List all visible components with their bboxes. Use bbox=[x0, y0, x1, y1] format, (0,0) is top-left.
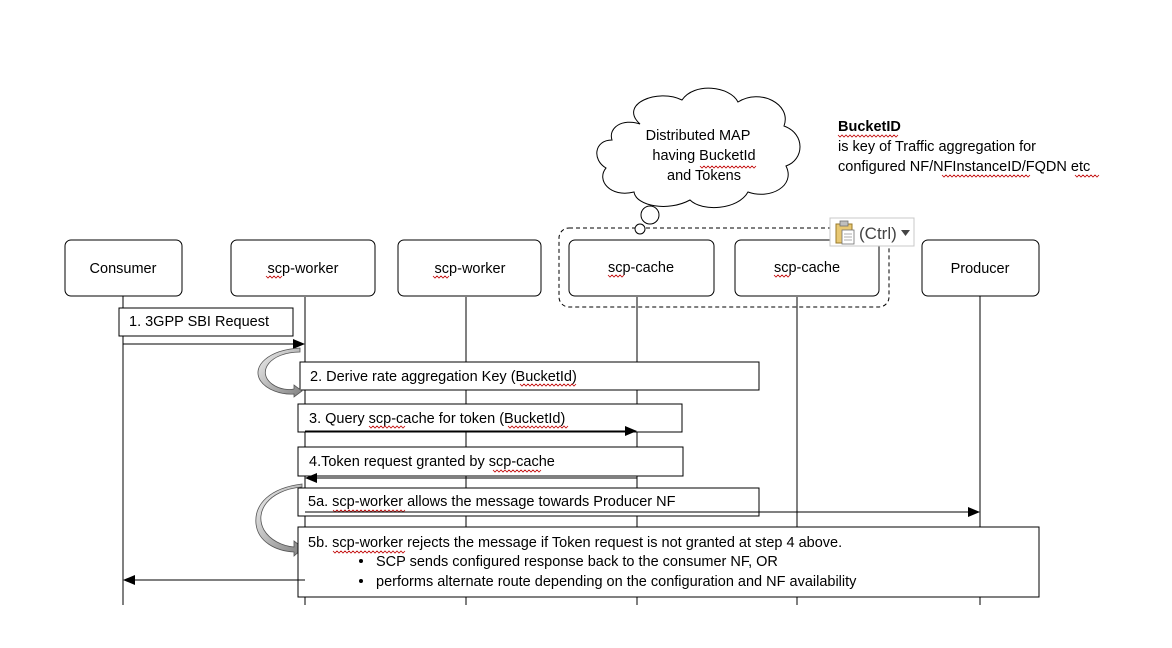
step-5b-bullet-1: SCP sends configured response back to th… bbox=[376, 554, 778, 570]
step-2: 2. Derive rate aggregation Key (BucketId… bbox=[257, 347, 760, 398]
bullet-icon bbox=[359, 579, 363, 583]
participant-label: scp-worker bbox=[435, 261, 506, 277]
note-title: BucketID bbox=[838, 119, 901, 135]
cloud-line-3: and Tokens bbox=[667, 168, 741, 184]
step-1: 1. 3GPP SBI Request bbox=[118, 307, 305, 349]
step-4-label: 4.Token request granted by scp-cache bbox=[309, 454, 555, 470]
paste-options-label: (Ctrl) bbox=[859, 224, 897, 243]
cloud-line-2: having BucketId bbox=[652, 148, 755, 164]
clipboard-icon bbox=[835, 220, 855, 245]
participant-consumer: Consumer bbox=[64, 239, 183, 297]
paste-options-button[interactable]: (Ctrl) bbox=[829, 217, 915, 247]
step-5b-bullet-2: performs alternate route depending on th… bbox=[376, 574, 857, 590]
note-line-2: configured NF/NFInstanceID/FQDN etc bbox=[838, 159, 1090, 175]
step-1-label: 1. 3GPP SBI Request bbox=[129, 314, 269, 330]
step-2-label: 2. Derive rate aggregation Key (BucketId… bbox=[310, 369, 577, 385]
step-5a: 5a. scp-worker allows the message toward… bbox=[297, 487, 980, 517]
chevron-down-icon bbox=[901, 230, 910, 236]
bucketid-note: BucketID is key of Traffic aggregation f… bbox=[837, 119, 1100, 178]
participant-scp-worker-1: scp-worker bbox=[230, 239, 376, 297]
participant-label: Consumer bbox=[90, 261, 157, 277]
participant-label: scp-cache bbox=[774, 260, 840, 276]
step-5a-label: 5a. scp-worker allows the message toward… bbox=[308, 494, 676, 510]
cloud-line-1: Distributed MAP bbox=[646, 128, 751, 144]
participant-label: scp-cache bbox=[608, 260, 674, 276]
participant-scp-cache-1: scp-cache bbox=[568, 239, 715, 297]
participant-label: Producer bbox=[951, 261, 1010, 277]
participant-producer: Producer bbox=[921, 239, 1040, 297]
bullet-icon bbox=[359, 559, 363, 563]
step-4: 4.Token request granted by scp-cache bbox=[297, 446, 684, 483]
note-line-1: is key of Traffic aggregation for bbox=[838, 139, 1036, 155]
decision-branch-arrow-icon bbox=[255, 483, 304, 557]
participant-scp-worker-2: scp-worker bbox=[397, 239, 542, 297]
cache-cluster-group bbox=[558, 227, 890, 308]
step-3-label: 3. Query scp-cache for token (BucketId) bbox=[309, 411, 565, 427]
self-call-arrow-icon bbox=[257, 347, 303, 398]
participant-label: scp-worker bbox=[268, 261, 339, 277]
step-3: 3. Query scp-cache for token (BucketId) bbox=[297, 403, 683, 436]
participant-scp-cache-2: scp-cache bbox=[734, 239, 880, 297]
distributed-map-cloud: Distributed MAP having BucketId and Toke… bbox=[596, 87, 801, 235]
step-5b: 5b. scp-worker rejects the message if To… bbox=[123, 526, 1040, 598]
step-5b-label: 5b. scp-worker rejects the message if To… bbox=[308, 535, 842, 551]
